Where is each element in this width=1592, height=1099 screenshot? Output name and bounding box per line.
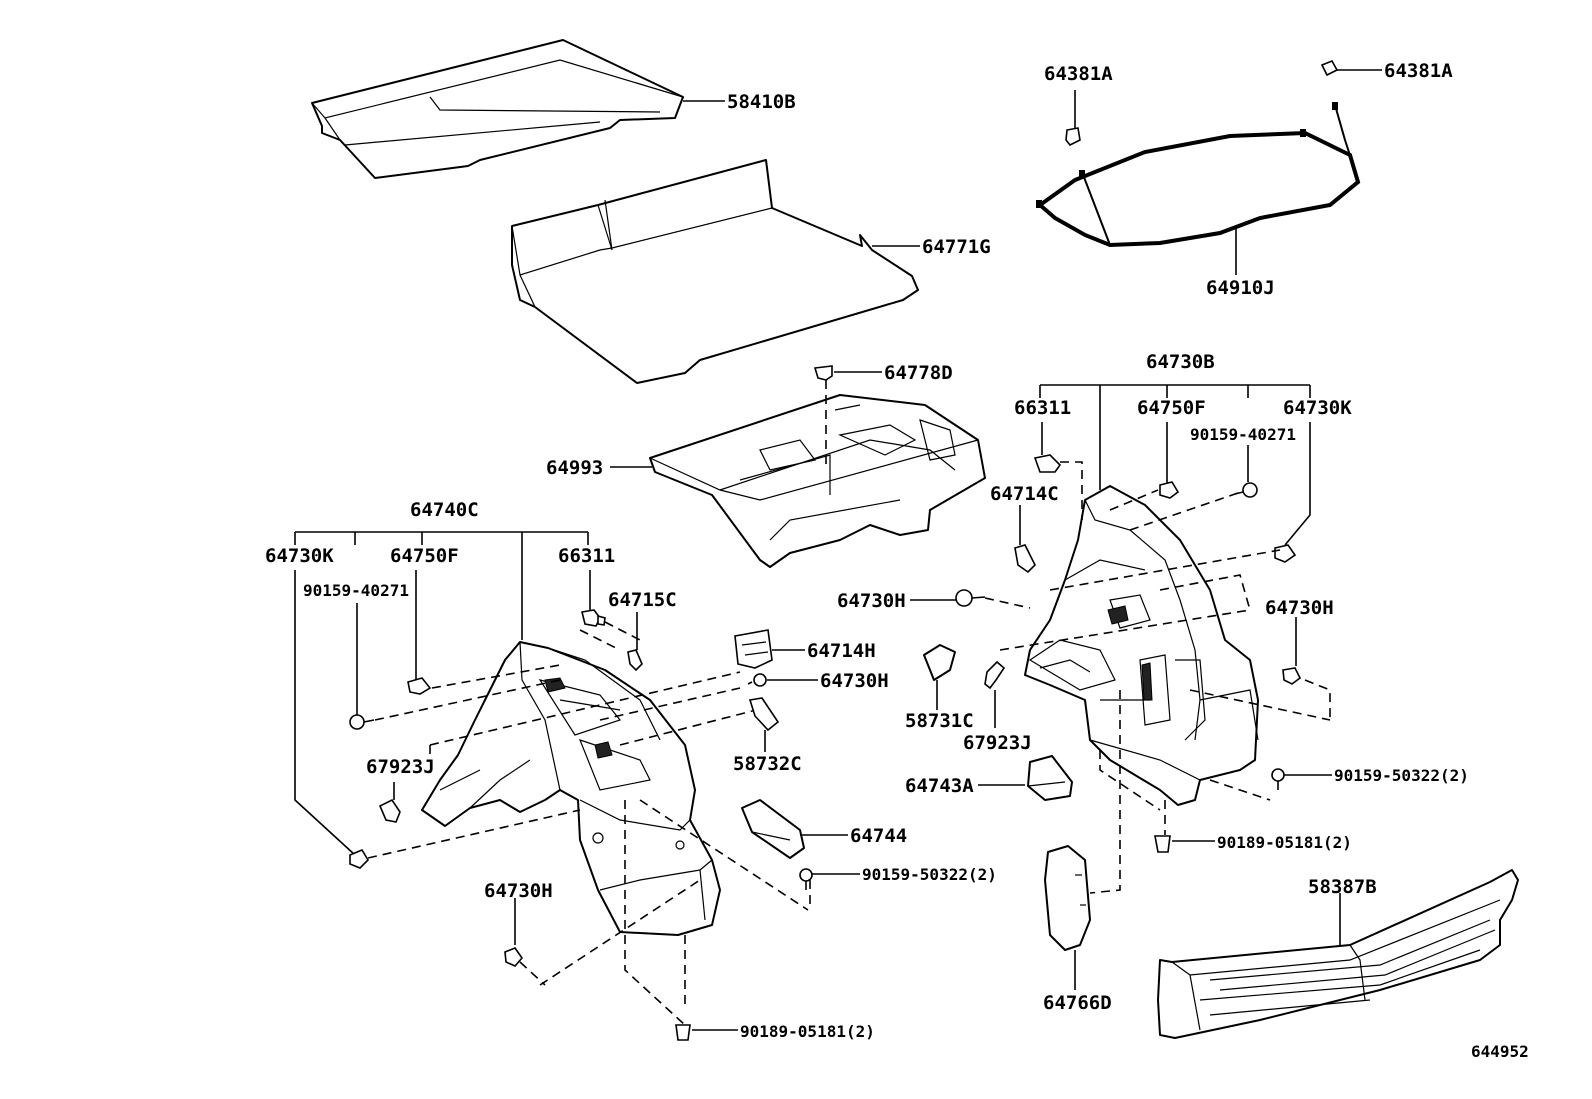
- clip-64730K-right: [1274, 544, 1297, 563]
- label-64730H-right: 64730H: [1265, 597, 1334, 619]
- label-64766D: 64766D: [1043, 992, 1112, 1014]
- clip-67923J-left: [378, 798, 401, 823]
- label-64744: 64744: [850, 825, 907, 847]
- clip-64730H-small: [747, 673, 767, 687]
- clip-58732C: [748, 697, 780, 732]
- label-58387B: 58387B: [1308, 876, 1377, 898]
- label-64740C: 64740C: [410, 499, 479, 521]
- clip-66311-right: [1033, 454, 1062, 473]
- label-90189-05181-right: 90189-05181(2): [1217, 833, 1352, 852]
- screw-90159-50322-left: [799, 868, 813, 890]
- label-64778D: 64778D: [884, 362, 953, 384]
- label-64730H-mid: 64730H: [837, 590, 906, 612]
- deck-board-58410B: [311, 39, 684, 179]
- cover-64744: [741, 799, 805, 859]
- screw-90159-50322-right: [1271, 768, 1285, 790]
- label-64743A: 64743A: [905, 775, 974, 797]
- clip-64730H-left: [504, 947, 524, 967]
- reference-number: 644952: [1471, 1042, 1529, 1061]
- label-90159-50322-left: 90159-50322(2): [862, 865, 997, 884]
- clip-64730H-mid: [955, 589, 986, 607]
- label-64730H-small: 64730H: [820, 670, 889, 692]
- screw-90159-40271-right: [1234, 482, 1258, 498]
- label-90159-50322-right: 90159-50322(2): [1334, 766, 1469, 785]
- label-66311-left: 66311: [558, 545, 615, 567]
- label-67923J-right: 67923J: [963, 732, 1032, 754]
- label-64771G: 64771G: [922, 236, 991, 258]
- cover-64743A: [1027, 755, 1073, 801]
- clip-64381A-right: [1320, 59, 1339, 77]
- screw-90159-40271-left: [349, 714, 375, 730]
- label-58410B: 58410B: [727, 91, 796, 113]
- clip-90189-05181-right: [1154, 835, 1171, 853]
- label-64381A-right: 64381A: [1384, 60, 1453, 82]
- label-67923J-left: 67923J: [366, 756, 435, 778]
- clip-64730K-left: [349, 848, 370, 869]
- label-90189-05181-left: 90189-05181(2): [740, 1022, 875, 1041]
- label-64730K-right: 64730K: [1283, 397, 1352, 419]
- label-64730K-left: 64730K: [265, 545, 334, 567]
- label-58731C: 58731C: [905, 710, 974, 732]
- clip-64750F-right: [1159, 481, 1180, 499]
- side-trim-64730B: [1024, 485, 1259, 806]
- clip-64714C: [1014, 544, 1036, 574]
- label-64750F-right: 64750F: [1137, 397, 1206, 419]
- label-64730B: 64730B: [1146, 351, 1215, 373]
- label-90159-40271-left: 90159-40271: [303, 581, 409, 600]
- scuff-plate-58387B: [1157, 869, 1519, 1039]
- cover-64766D: [1044, 845, 1091, 951]
- clip-67923J-right: [984, 660, 1006, 690]
- side-trim-64740C: [421, 641, 721, 936]
- clip-64730H-right: [1282, 667, 1302, 685]
- label-64993: 64993: [546, 457, 603, 479]
- clip-64715C: [627, 649, 643, 672]
- label-58732C: 58732C: [733, 753, 802, 775]
- tool-tray-64993: [649, 394, 986, 568]
- clip-64750F-left: [407, 677, 432, 695]
- label-64910J: 64910J: [1206, 277, 1275, 299]
- label-64381A-left: 64381A: [1044, 63, 1113, 85]
- label-64714C: 64714C: [990, 483, 1059, 505]
- luggage-mat-64771G: [511, 159, 919, 384]
- wire-harness-64910J: [1036, 102, 1361, 248]
- clip-64381A-left: [1065, 127, 1081, 147]
- label-64730H-left: 64730H: [484, 880, 553, 902]
- label-64714H: 64714H: [807, 640, 876, 662]
- cover-58731C: [923, 644, 956, 681]
- label-90159-40271-right: 90159-40271: [1190, 425, 1296, 444]
- bracket-64714H: [734, 629, 773, 669]
- clip-64778D: [813, 365, 833, 381]
- label-64750F-left: 64750F: [390, 545, 459, 567]
- clip-90189-05181-left: [675, 1024, 691, 1041]
- label-64715C: 64715C: [608, 589, 677, 611]
- label-66311-right: 66311: [1014, 397, 1071, 419]
- clip-66311-left: [581, 609, 606, 627]
